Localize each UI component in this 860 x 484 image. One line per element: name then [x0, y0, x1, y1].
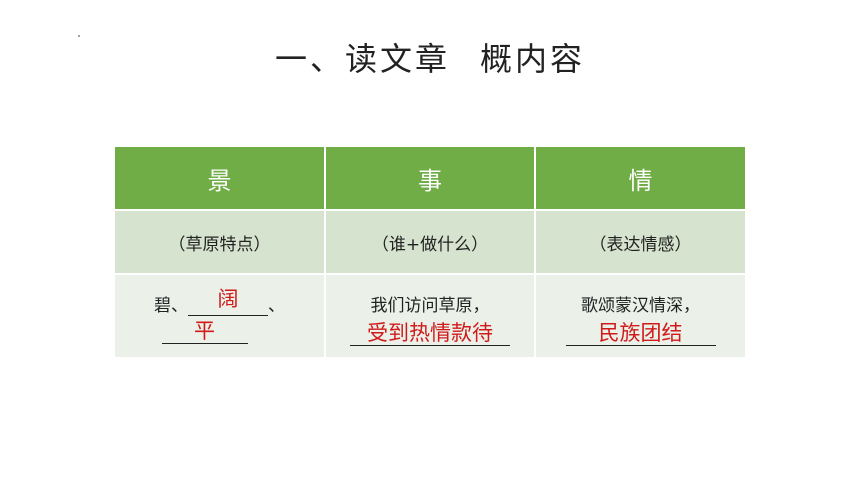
table-header-row: 景 事 情 — [115, 147, 745, 210]
subheader-scene: （草原特点） — [115, 209, 326, 274]
table-row: 碧、 阔 、 平 我们访问草原， 受到热情款待 歌颂蒙汉情深， 民族团结 — [115, 273, 745, 357]
title-part-1: 一、读文章 — [274, 40, 450, 78]
page-title: 一、读文章概内容 — [0, 34, 860, 80]
scene-line-2: 平 — [115, 317, 324, 349]
header-scene: 景 — [115, 147, 326, 210]
emotion-blank: 民族团结 — [565, 317, 716, 346]
event-answer: 受到热情款待 — [367, 321, 493, 345]
header-emotion: 情 — [535, 147, 745, 210]
event-blank: 受到热情款待 — [350, 317, 510, 346]
header-event: 事 — [325, 147, 536, 210]
table-subheader-row: （草原特点） （谁+做什么） （表达情感） — [115, 209, 745, 274]
scene-blank-2: 平 — [161, 317, 248, 344]
decorative-dot — [78, 35, 80, 37]
scene-prefix: 碧、 — [154, 296, 188, 316]
cell-emotion: 歌颂蒙汉情深， 民族团结 — [535, 273, 745, 357]
cell-scene: 碧、 阔 、 平 — [115, 273, 326, 357]
title-part-2: 概内容 — [480, 40, 586, 78]
subheader-event: （谁+做什么） — [325, 209, 536, 274]
emotion-line-2: 民族团结 — [536, 317, 745, 351]
emotion-answer: 民族团结 — [598, 321, 683, 345]
cell-event: 我们访问草原， 受到热情款待 — [325, 273, 536, 357]
emotion-line-1: 歌颂蒙汉情深， — [581, 296, 700, 316]
event-line-2: 受到热情款待 — [326, 317, 534, 351]
scene-suffix: 、 — [268, 296, 285, 316]
subheader-emotion: （表达情感） — [535, 209, 745, 274]
scene-answer-2: 平 — [194, 319, 215, 343]
scene-blank-1: 阔 — [188, 287, 268, 316]
summary-table: 景 事 情 （草原特点） （谁+做什么） （表达情感） 碧、 阔 、 平 我们访问草… — [115, 147, 745, 357]
event-line-1: 我们访问草原， — [370, 296, 490, 316]
scene-line-1: 碧、 阔 、 — [115, 287, 324, 316]
scene-answer-1: 阔 — [217, 287, 239, 311]
